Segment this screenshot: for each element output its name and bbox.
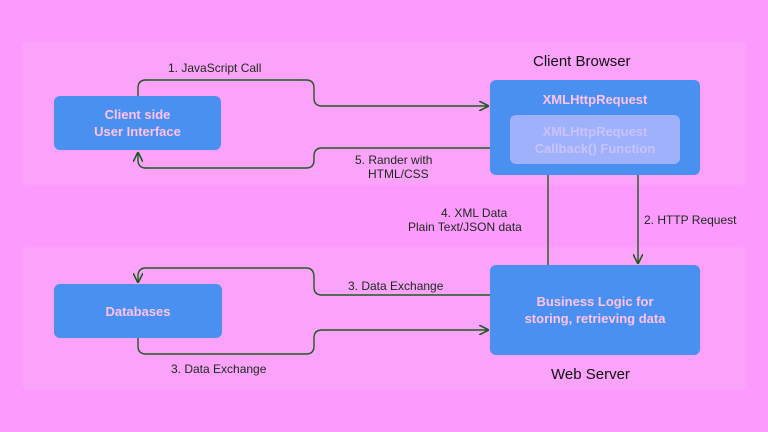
xhr-callback-node: XMLHttpRequest Callback() Function: [510, 115, 680, 164]
data-exchange-top-label: 3. Data Exchange: [348, 279, 444, 293]
data-exchange-bottom-label: 3. Data Exchange: [171, 362, 267, 376]
data-exchange-bottom-arrow: [137, 330, 488, 355]
render-arrow: [138, 147, 490, 169]
databases-node: Databases: [54, 284, 222, 338]
xhr-label: XMLHttpRequest: [542, 92, 648, 107]
http-request-label: 2. HTTP Request: [644, 213, 737, 227]
client-ui-label: Client side User Interface: [94, 107, 181, 139]
data-exchange-top-arrow: [138, 267, 490, 296]
js-call-label: 1. JavaScript Call: [168, 61, 262, 75]
client-ui-node: Client side User Interface: [54, 96, 221, 150]
client-browser-title: Client Browser: [533, 53, 631, 70]
business-logic-label: Business Logic for storing, retrieving d…: [524, 294, 666, 326]
xml-data-label-line1: 4. XML Data: [441, 206, 508, 220]
xml-data-label-line2: Plain Text/JSON data: [408, 220, 522, 234]
web-server-title: Web Server: [551, 366, 630, 383]
js-call-arrow: [137, 79, 488, 106]
render-label-line2: HTML/CSS: [368, 167, 429, 181]
business-logic-node: Business Logic for storing, retrieving d…: [490, 265, 700, 355]
xhr-callback-label: XMLHttpRequest Callback() Function: [534, 123, 656, 156]
render-label-line1: 5. Rander with: [355, 153, 433, 167]
databases-label: Databases: [105, 303, 171, 319]
